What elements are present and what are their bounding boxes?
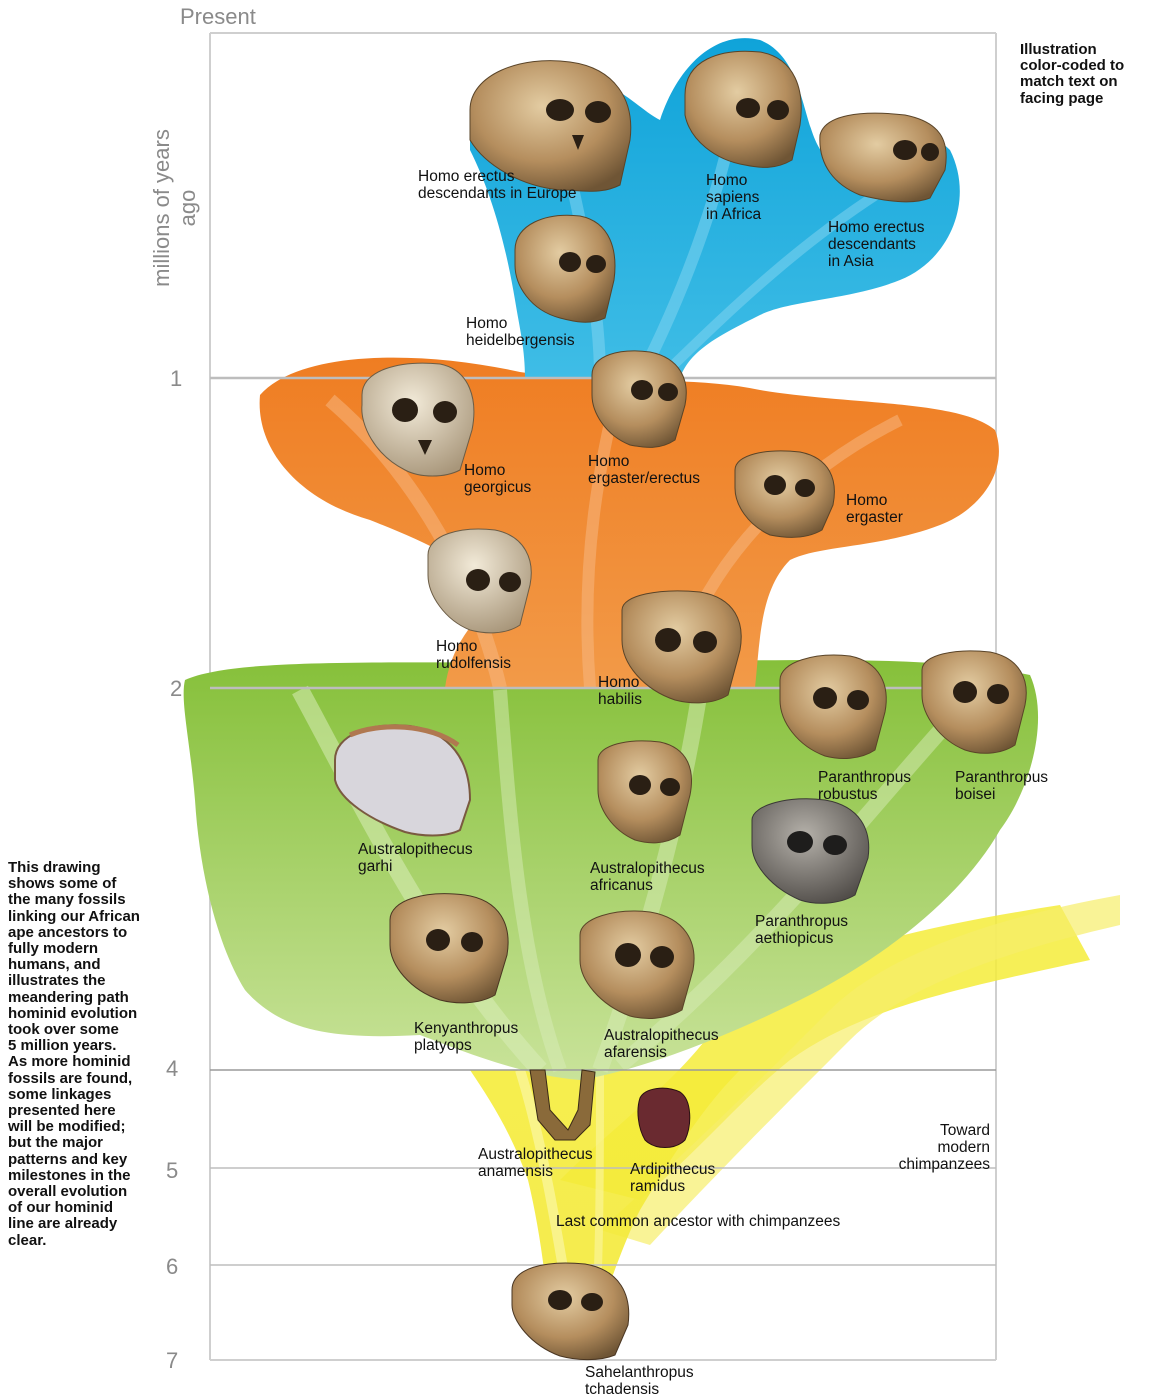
label-paranthropus-robustus: Paranthropus robustus [818, 769, 912, 803]
tick-label-1: 1 [170, 366, 183, 391]
skull-homo-ergaster-erectus [591, 350, 687, 448]
skull-homo-erectus-asia [819, 112, 947, 203]
skull-ardipithecus-ramidus [637, 1087, 691, 1148]
label-homo-erectus-asia: Homo erectus descendants in Asia [828, 219, 925, 270]
skull-australopithecus-garhi [334, 724, 472, 837]
skull-kenyanthropus-platyops [389, 893, 509, 1004]
label-australopithecus-africanus: Australopithecus africanus [590, 860, 705, 894]
label-homo-ergaster-erectus: Homo ergaster/erectus [588, 453, 700, 487]
skull-homo-georgicus [361, 362, 475, 477]
label-ardipithecus-ramidus: Ardipithecus ramidus [630, 1161, 716, 1195]
axis-title: millions of years ago [149, 129, 200, 287]
label-homo-rudolfensis: Homo rudolfensis [436, 638, 511, 672]
skull-homo-habilis [621, 590, 742, 704]
skull-homo-erectus-europe [469, 60, 632, 192]
tick-label-4: 4 [166, 1056, 179, 1081]
skull-australopithecus-africanus [597, 740, 692, 844]
skull-paranthropus-boisei [921, 650, 1027, 754]
tick-label-2: 2 [170, 676, 183, 701]
skull-homo-heidelbergensis [514, 214, 616, 323]
tick-label-6: 6 [166, 1254, 179, 1279]
skull-homo-rudolfensis [427, 528, 532, 634]
label-sahelanthropus-tchadensis: Sahelanthropus tchadensis [585, 1364, 694, 1398]
label-kenyanthropus-platyops: Kenyanthropus platyops [414, 1020, 519, 1054]
label-homo-habilis: Homo habilis [598, 674, 642, 708]
label-australopithecus-afarensis: Australopithecus afarensis [604, 1027, 719, 1061]
note-color-coding: Illustration color-coded to match text o… [1020, 41, 1125, 107]
label-homo-erectus-europe: Homo erectus descendants in Europe [418, 168, 577, 202]
skull-australopithecus-afarensis [579, 910, 695, 1019]
skull-paranthropus-aethiopicus [751, 798, 870, 904]
million-year-gridlines [210, 376, 996, 1266]
tick-label-5: 5 [166, 1158, 179, 1183]
skull-homo-ergaster [734, 450, 835, 538]
tick-label-7: 7 [166, 1348, 179, 1373]
label-paranthropus-aethiopicus: Paranthropus aethiopicus [755, 913, 849, 947]
label-homo-georgicus: Homo georgicus [464, 462, 532, 496]
label-australopithecus-anamensis: Australopithecus anamensis [478, 1146, 593, 1180]
chimp-branch-band-2 [600, 895, 1120, 1245]
skull-sahelanthropus-tchadensis [511, 1262, 630, 1361]
label-chimp-branch: Toward modern chimpanzees [898, 1122, 990, 1173]
skull-australopithecus-anamensis [529, 1069, 596, 1141]
label-australopithecus-garhi: Australopithecus garhi [358, 841, 473, 875]
label-common-ancestor: Last common ancestor with chimpanzees [556, 1213, 841, 1230]
note-description: This drawing shows some of the many foss… [8, 859, 140, 1249]
label-homo-sapiens-africa: Homo sapiens in Africa [706, 172, 762, 223]
label-homo-ergaster: Homo ergaster [846, 492, 903, 526]
skull-paranthropus-robustus [779, 654, 887, 759]
label-homo-heidelbergensis: Homo heidelbergensis [466, 315, 575, 349]
axis-present-label: Present [180, 4, 256, 29]
label-paranthropus-boisei: Paranthropus boisei [955, 769, 1049, 803]
skull-homo-sapiens-africa [684, 50, 802, 168]
